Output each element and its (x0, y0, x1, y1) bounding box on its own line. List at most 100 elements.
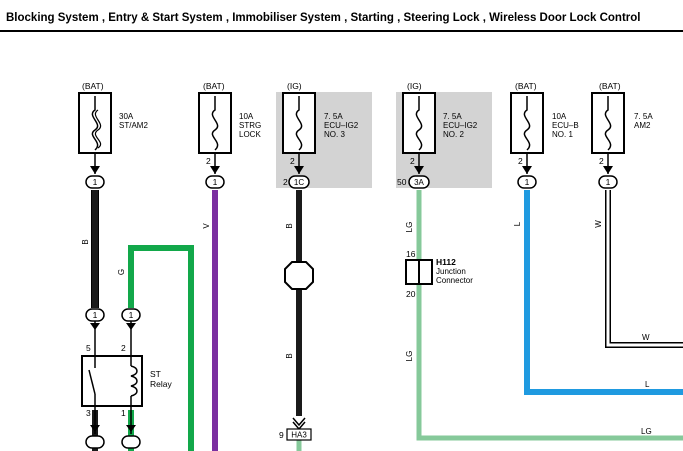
fuse-source: (IG) (407, 81, 422, 91)
fusible-link-icon-outline (94, 109, 102, 149)
arrow-down-icon (126, 425, 136, 432)
connector-f5: 1 (517, 175, 537, 189)
fuse-ecu-ig2-no2: (IG) 7. 5A ECU–IG2 NO. 2 2 (402, 81, 478, 166)
relay-pin-1: 1 (121, 408, 126, 418)
fuse-name: ST/AM2 (119, 121, 148, 130)
junction-connector-h112: 16 20 H112 Junction Connector (405, 249, 473, 299)
fusible-link-icon (91, 96, 99, 151)
fuse-am2: (BAT) 7. 5A AM2 2 (591, 81, 653, 166)
splice-point-icon (284, 261, 314, 290)
arrow-down-icon (414, 166, 424, 174)
connector-f1: 1 (85, 175, 105, 189)
connector-label: HA3 (291, 431, 307, 440)
arrow-down-icon (90, 323, 100, 330)
connector-1c: 2 1C (283, 175, 310, 189)
ha3-arrows (292, 417, 306, 431)
relay-pin-3: 3 (86, 408, 91, 418)
relay-coil-icon (130, 365, 138, 397)
wire-lg (416, 190, 683, 441)
wire-label-lg-lower: LG (405, 351, 414, 362)
fuse-pin: 2 (290, 156, 295, 166)
wire-label-b1: B (81, 239, 90, 244)
st-relay: 5 2 3 1 ST Relay (81, 343, 172, 418)
title-rule (0, 30, 683, 32)
fuse-name-line2: NO. 1 (552, 130, 573, 139)
arrow-down-icon (126, 323, 136, 330)
page-title: Blocking System , Entry & Start System ,… (6, 12, 641, 24)
fuse-rating: 7. 5A (634, 112, 653, 121)
relay-switch-icon (88, 369, 96, 395)
relay-top-connector-right: 1 (121, 308, 141, 322)
wire-l (524, 190, 683, 395)
relay-pin-5: 5 (86, 343, 91, 353)
connector-label: 1 (213, 177, 218, 187)
fuse-rating: 10A (552, 112, 567, 121)
connector-label: 1 (93, 310, 98, 320)
wire-w-outline (605, 190, 683, 348)
relay-bottom-connectors (85, 435, 141, 449)
relay-top-arrows (90, 323, 136, 330)
arrow-down-icon (90, 166, 100, 174)
connector-ha3: 9 HA3 (279, 428, 312, 441)
junction-pin-bottom: 20 (406, 289, 416, 299)
fuse-rating: 7. 5A (443, 112, 462, 121)
wire-g (128, 245, 194, 451)
connector-f6: 1 (598, 175, 618, 189)
arrow-down-icon (522, 166, 532, 174)
fuse-icon (415, 96, 423, 151)
fuse-icon (604, 96, 612, 151)
fuse-rating: 7. 5A (324, 112, 343, 121)
connector-label: 1 (93, 177, 98, 187)
connector-label: 1C (294, 178, 304, 187)
fuse-name-line1: ECU–IG2 (443, 121, 478, 130)
wire-w (606, 190, 683, 347)
wire-label-l: L (513, 221, 522, 226)
fuse-name-line1: ECU–B (552, 121, 579, 130)
connector-label: 1 (606, 177, 611, 187)
wire-label-b3-lower: B (285, 353, 294, 358)
fuse-st-am2: (BAT) 30A ST/AM2 (78, 81, 148, 154)
connector-3a: 50 3A (397, 175, 430, 189)
junction-id: H112 (436, 257, 456, 267)
wire-label-lg-horizontal: LG (641, 427, 652, 436)
fuse-pin: 2 (410, 156, 415, 166)
wire-label-w: W (594, 220, 603, 228)
fuse-icon (523, 96, 531, 151)
arrow-down-icon (90, 425, 100, 432)
connector-pin: 9 (279, 430, 284, 440)
arrow-down-icon (294, 166, 304, 174)
wire-label-g: G (117, 269, 126, 275)
fuse-source: (IG) (287, 81, 302, 91)
junction-label-line1: Junction (436, 267, 466, 276)
fuse-name: AM2 (634, 121, 651, 130)
relay-top-connector-left: 1 (85, 308, 105, 322)
wire-label-b3: B (285, 223, 294, 228)
fuse-icon (295, 96, 303, 151)
fuse-ecu-b-no1: (BAT) 10A ECU–B NO. 1 2 (510, 81, 579, 166)
fuse-ecu-ig2-no3: (IG) 7. 5A ECU–IG2 NO. 3 2 (282, 81, 359, 166)
arrow-icons (90, 166, 613, 174)
fuse-rating: 30A (119, 112, 134, 121)
connector-label: 1 (525, 177, 530, 187)
connector-f2: 1 (205, 175, 225, 189)
relay-bottom-arrows (90, 425, 136, 432)
fuse-name-line1: STRG (239, 121, 261, 130)
relay-label-line1: ST (150, 369, 161, 379)
fuse-rating: 10A (239, 112, 254, 121)
fuse-pin: 2 (206, 156, 211, 166)
connector-label: 3A (414, 178, 424, 187)
fuse-name-line2: LOCK (239, 130, 261, 139)
wire-label-v: V (202, 223, 211, 229)
relay-pin-2: 2 (121, 343, 126, 353)
junction-pin-top: 16 (406, 249, 416, 259)
fuse-icon (211, 96, 219, 151)
connector-pin: 2 (283, 177, 288, 187)
fuse-name-line2: NO. 2 (443, 130, 464, 139)
fuse-source: (BAT) (203, 81, 225, 91)
connector-label: 1 (129, 310, 134, 320)
fuse-name-line2: NO. 3 (324, 130, 345, 139)
fuse-source: (BAT) (515, 81, 537, 91)
fuse-strg-lock: (BAT) 10A STRG LOCK 2 (198, 81, 261, 166)
